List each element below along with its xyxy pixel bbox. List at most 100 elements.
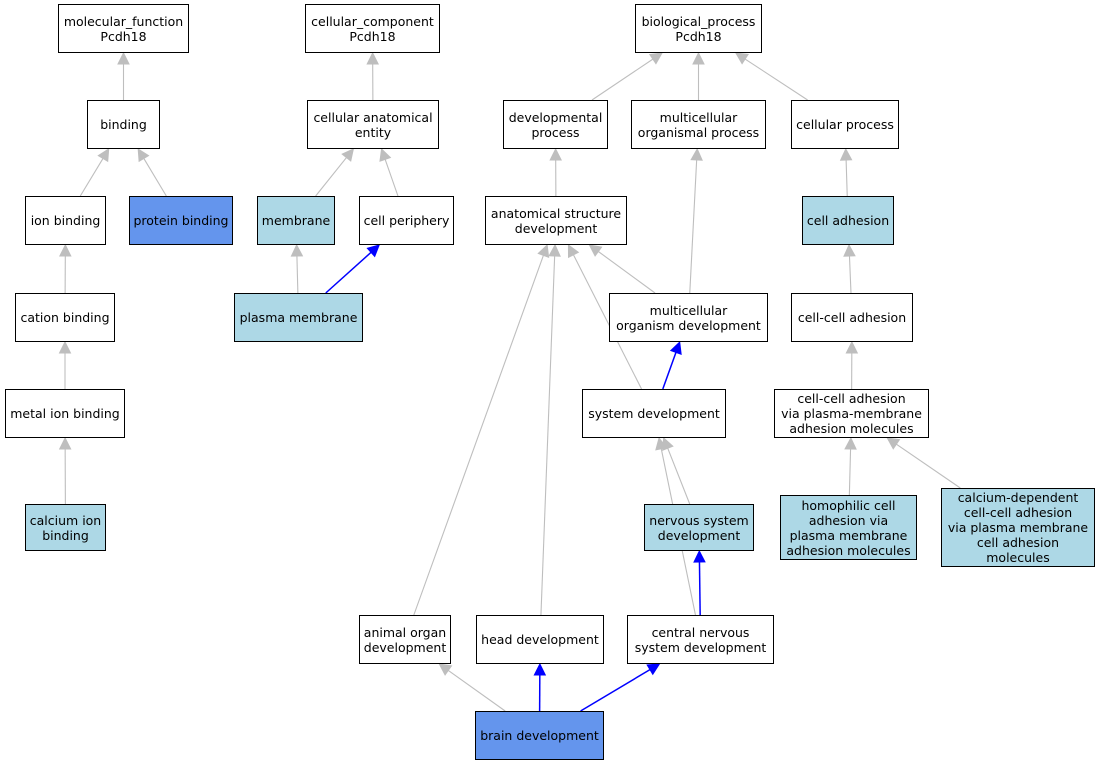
node-label: molecular_function Pcdh18 bbox=[63, 13, 184, 44]
arrowhead-brain_development-to-central_nervous_system_development bbox=[646, 663, 661, 676]
arrowhead-developmental_process-to-biological_process bbox=[648, 52, 663, 65]
edge-cell_adhesion-to-cellular_process bbox=[845, 159, 848, 197]
node-label: calcium-dependent cell-cell adhesion via… bbox=[947, 490, 1089, 565]
node-membrane[interactable]: membrane bbox=[257, 196, 335, 245]
edge-cell_cell_adhesion-to-cell_adhesion bbox=[848, 255, 852, 294]
arrowhead-homophilic_cell_adhesion-to-cell_cell_adhesion_via_pm bbox=[844, 436, 857, 450]
node-cellular-anatomical-entity[interactable]: cellular anatomical entity bbox=[307, 100, 439, 149]
node-cell-cell-adhesion-via-plasma-membrane[interactable]: cell-cell adhesion via plasma-membrane a… bbox=[774, 389, 929, 438]
edge-brain_development-to-animal_organ_development bbox=[447, 669, 506, 712]
node-cation-binding[interactable]: cation binding bbox=[15, 293, 115, 342]
edge-homophilic_cell_adhesion-to-cell_cell_adhesion_via_pm bbox=[848, 448, 852, 496]
arrowhead-cellular_process-to-biological_process bbox=[734, 52, 749, 65]
node-label: protein binding bbox=[133, 213, 229, 228]
node-molecular-function[interactable]: molecular_function Pcdh18 bbox=[58, 4, 189, 53]
edge-brain_development-to-central_nervous_system_development bbox=[580, 668, 651, 712]
edge-animal_organ_development-to-anatomical_structure_development bbox=[413, 255, 544, 616]
node-label: cell adhesion bbox=[806, 213, 890, 228]
node-label: cell periphery bbox=[363, 213, 450, 228]
edge-multicellular_organism_development-to-multicellular_organismal_process bbox=[689, 159, 698, 294]
arrowhead-cation_binding-to-ion_binding bbox=[59, 243, 72, 257]
arrowhead-calcium_ion_binding-to-metal_ion_binding bbox=[58, 436, 72, 450]
edge-membrane-to-cellular_anatomical_entity bbox=[315, 157, 347, 197]
node-label: system development bbox=[588, 406, 720, 421]
node-cell-periphery[interactable]: cell periphery bbox=[359, 196, 454, 245]
node-label: metal ion binding bbox=[10, 406, 120, 421]
node-multicellular-organism-development[interactable]: multicellular organism development bbox=[609, 293, 768, 342]
edge-calcium_dependent_adhesion-to-cell_cell_adhesion_via_pm bbox=[896, 443, 961, 489]
node-central-nervous-system-development[interactable]: central nervous system development bbox=[627, 615, 774, 664]
node-label: membrane bbox=[261, 213, 331, 228]
arrowhead-animal_organ_development-to-anatomical_structure_development bbox=[537, 243, 550, 258]
node-system-development[interactable]: system development bbox=[582, 389, 726, 438]
node-label: cellular_component Pcdh18 bbox=[311, 13, 434, 44]
arrowhead-multicellular_organismal_process-to-biological_process bbox=[692, 51, 705, 65]
node-developmental-process[interactable]: developmental process bbox=[503, 100, 608, 149]
arrowhead-multicellular_organism_development-to-multicellular_organismal_process bbox=[690, 147, 703, 161]
arrowhead-brain_development-to-animal_organ_development bbox=[438, 663, 453, 676]
node-cellular-process[interactable]: cellular process bbox=[791, 100, 899, 149]
arrowhead-anatomical_structure_development-to-developmental_process bbox=[549, 147, 562, 161]
node-cell-cell-adhesion[interactable]: cell-cell adhesion bbox=[791, 293, 913, 342]
edge-cell_periphery-to-cellular_anatomical_entity bbox=[384, 159, 399, 197]
node-nervous-system-development[interactable]: nervous system development bbox=[644, 504, 754, 551]
edge-plasma_membrane-to-cell_periphery bbox=[325, 251, 372, 294]
arrowhead-plasma_membrane-to-cell_periphery bbox=[366, 244, 381, 258]
arrowhead-cell_adhesion-to-cellular_process bbox=[839, 147, 853, 161]
node-multicellular-organismal-process[interactable]: multicellular organismal process bbox=[631, 100, 766, 149]
arrowhead-ion_binding-to-binding bbox=[97, 148, 110, 163]
arrowhead-plasma_membrane-to-membrane bbox=[290, 243, 304, 257]
node-binding[interactable]: binding bbox=[87, 100, 160, 149]
arrowhead-brain_development-to-head_development bbox=[533, 662, 547, 676]
node-label: cellular anatomical entity bbox=[313, 109, 433, 140]
node-protein-binding[interactable]: protein binding bbox=[129, 196, 233, 245]
node-label: ion binding bbox=[30, 213, 101, 228]
node-metal-ion-binding[interactable]: metal ion binding bbox=[5, 389, 125, 438]
node-label: multicellular organism development bbox=[616, 302, 761, 333]
node-brain-development[interactable]: brain development bbox=[475, 711, 604, 760]
node-label: calcium ion binding bbox=[29, 512, 102, 543]
node-head-development[interactable]: head development bbox=[476, 615, 604, 664]
edge-system_development-to-multicellular_organism_development bbox=[662, 352, 677, 390]
node-label: head development bbox=[481, 632, 599, 647]
arrowhead-membrane-to-cellular_anatomical_entity bbox=[341, 148, 355, 162]
arrowhead-protein_binding-to-binding bbox=[137, 148, 150, 163]
node-ion-binding[interactable]: ion binding bbox=[25, 196, 106, 245]
arrowhead-head_development-to-anatomical_structure_development bbox=[548, 243, 561, 257]
node-homophilic-cell-adhesion[interactable]: homophilic cell adhesion via plasma memb… bbox=[780, 495, 917, 560]
arrowhead-binding-to-molecular_function bbox=[117, 51, 130, 65]
edge-cellular_process-to-biological_process bbox=[744, 58, 808, 101]
node-biological-process[interactable]: biological_process Pcdh18 bbox=[635, 4, 762, 53]
node-label: plasma membrane bbox=[239, 310, 358, 325]
arrowhead-cell_cell_adhesion-to-cell_adhesion bbox=[843, 243, 856, 257]
arrowhead-multicellular_organism_development-to-anatomical_structure_development bbox=[588, 244, 603, 257]
arrowhead-system_development-to-multicellular_organism_development bbox=[669, 340, 682, 355]
node-label: developmental process bbox=[508, 109, 603, 140]
node-cell-adhesion[interactable]: cell adhesion bbox=[802, 196, 894, 245]
node-label: brain development bbox=[480, 728, 599, 743]
node-label: animal organ development bbox=[363, 624, 447, 655]
node-label: cellular process bbox=[796, 117, 894, 132]
node-calcium-ion-binding[interactable]: calcium ion binding bbox=[25, 504, 106, 551]
node-plasma-membrane[interactable]: plasma membrane bbox=[234, 293, 363, 342]
node-label: cell-cell adhesion via plasma-membrane a… bbox=[781, 391, 922, 436]
node-anatomical-structure-development[interactable]: anatomical structure development bbox=[485, 196, 627, 245]
edge-system_development-to-anatomical_structure_development bbox=[572, 254, 643, 390]
edge-head_development-to-anatomical_structure_development bbox=[540, 255, 556, 616]
arrowhead-central_nervous_system_development-to-system_development bbox=[655, 436, 668, 451]
node-animal-organ-development[interactable]: animal organ development bbox=[359, 615, 451, 664]
arrowhead-cell_periphery-to-cellular_anatomical_entity bbox=[379, 147, 392, 162]
edge-multicellular_organism_development-to-anatomical_structure_development bbox=[598, 251, 656, 294]
node-label: central nervous system development bbox=[634, 624, 767, 655]
node-label: binding bbox=[100, 117, 147, 132]
node-label: multicellular organismal process bbox=[637, 109, 760, 140]
edge-central_nervous_system_development-to-nervous_system_development bbox=[698, 561, 701, 616]
node-cellular-component[interactable]: cellular_component Pcdh18 bbox=[305, 4, 440, 53]
edge-nervous_system_development-to-system_development bbox=[667, 448, 691, 505]
edge-plasma_membrane-to-membrane bbox=[296, 255, 299, 294]
node-calcium-dependent-cell-cell-adhesion[interactable]: calcium-dependent cell-cell adhesion via… bbox=[941, 488, 1095, 567]
edge-ion_binding-to-binding bbox=[79, 158, 104, 197]
arrowhead-cellular_anatomical_entity-to-cellular_component bbox=[366, 51, 379, 65]
node-label: biological_process Pcdh18 bbox=[641, 13, 756, 44]
